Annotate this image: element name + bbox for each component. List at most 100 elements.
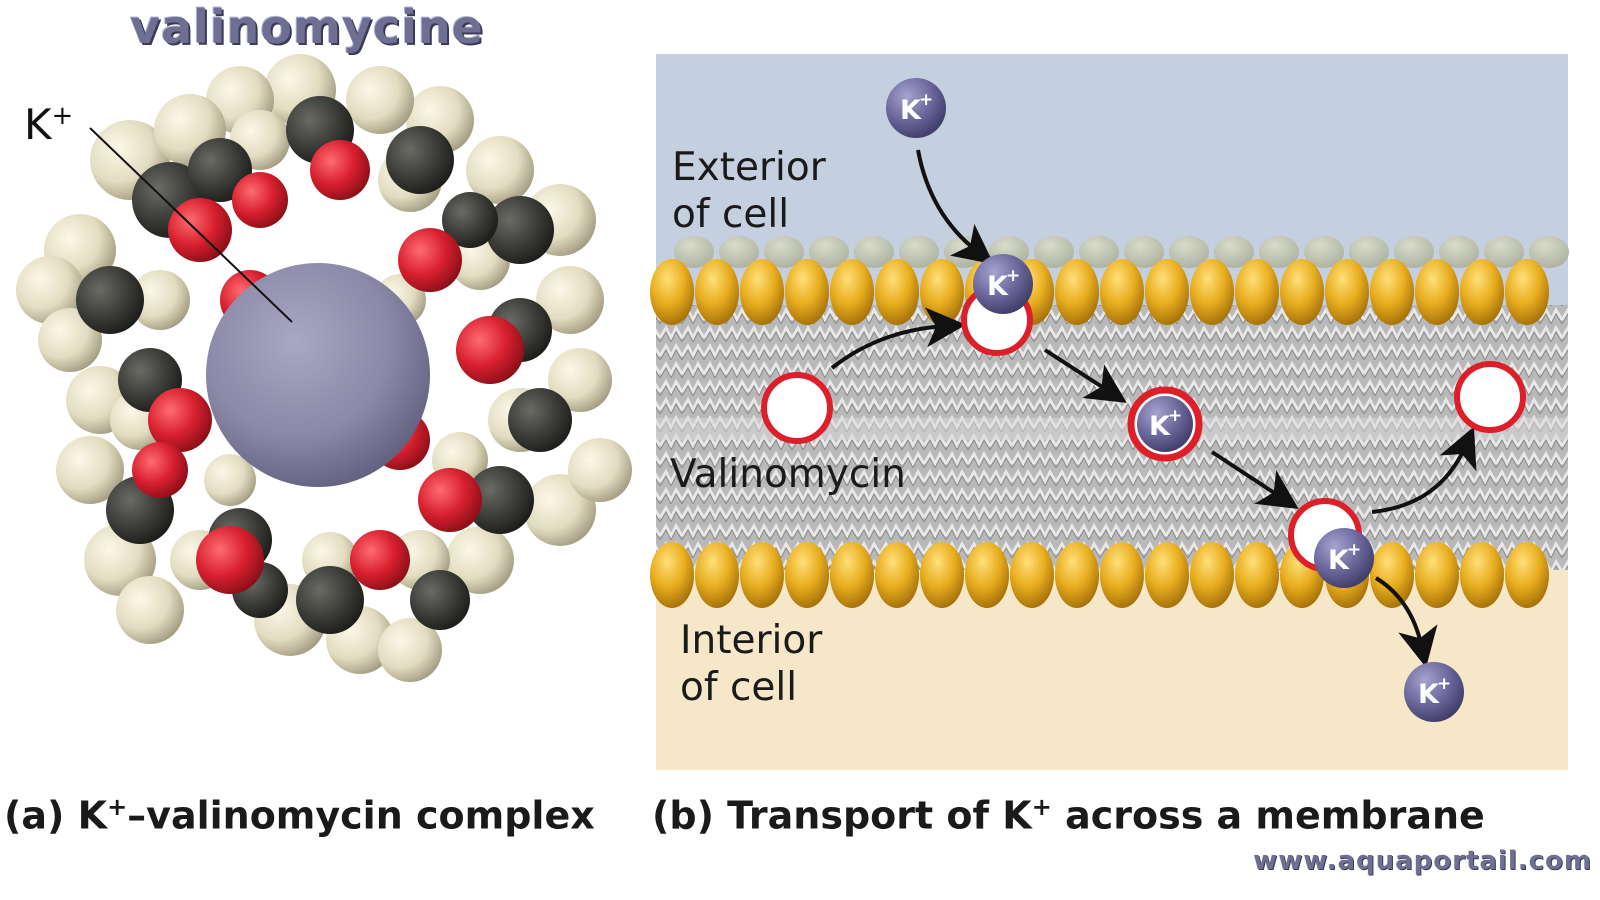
- caption-panel-a: (a) K+–valinomycin complex: [4, 793, 595, 838]
- lipid-head-outer: [1325, 259, 1369, 325]
- k-ion-charge: +: [1006, 266, 1020, 286]
- lipid-head-back: [1214, 236, 1254, 268]
- oxygen-atom: [232, 172, 288, 228]
- lipid-head-inner: [1505, 542, 1549, 608]
- lipid-head-inner: [875, 542, 919, 608]
- lipid-head-outer: [1370, 259, 1414, 325]
- carbon-atom: [508, 388, 572, 452]
- lipid-head-outer: [740, 259, 784, 325]
- arrow-entry: [916, 149, 994, 265]
- lipid-head-back: [719, 236, 759, 268]
- lipid-head-outer: [1280, 259, 1324, 325]
- caption-a-charge: +: [107, 793, 128, 821]
- k-ion-text: K: [1149, 411, 1171, 442]
- lipid-head-back: [764, 236, 804, 268]
- oxygen-atom: [398, 228, 462, 292]
- lipid-head-outer: [1055, 259, 1099, 325]
- k-ion-in-carrier: K +: [1137, 396, 1193, 452]
- interior-label-line1: Interior: [680, 618, 823, 663]
- k-ion-symbol: K: [24, 100, 52, 149]
- lipid-head-inner: [920, 542, 964, 608]
- lipid-head-outer: [1190, 259, 1234, 325]
- exterior-label-line1: Exterior: [672, 145, 826, 190]
- hydrogen-atom: [378, 618, 442, 682]
- caption-b-prefix: (b) Transport of K: [652, 793, 1032, 838]
- lipid-head-back: [1124, 236, 1164, 268]
- lipid-head-outer: [920, 259, 964, 325]
- lipid-head-inner: [1100, 542, 1144, 608]
- lipid-head-back: [674, 236, 714, 268]
- lipid-head-inner: [1145, 542, 1189, 608]
- lipid-head-outer: [785, 259, 829, 325]
- lipid-head-back: [1169, 236, 1209, 268]
- watermark: www.aquaportail.com: [1253, 846, 1592, 876]
- caption-a-suffix: –valinomycin complex: [127, 793, 595, 838]
- oxygen-atom: [310, 140, 370, 200]
- caption-b-suffix: across a membrane: [1051, 793, 1485, 838]
- lipid-head-inner: [830, 542, 874, 608]
- oxygen-atom: [350, 530, 410, 590]
- lipid-head-back: [899, 236, 939, 268]
- lipid-head-outer: [1415, 259, 1459, 325]
- k-label-leader-line: [89, 127, 293, 323]
- hydrogen-atom: [548, 348, 612, 412]
- lipid-heads-inner-leaflet: [650, 542, 1549, 608]
- lipid-head-back: [854, 236, 894, 268]
- lipid-head-inner: [1415, 542, 1459, 608]
- carbon-atom: [410, 570, 470, 630]
- arrow-carrier-to-surface: [830, 307, 966, 370]
- caption-panel-b: (b) Transport of K+ across a membrane: [652, 793, 1485, 838]
- carrier-empty-2: [1454, 361, 1526, 433]
- lipid-head-inner: [1010, 542, 1054, 608]
- lipid-head-back: [1079, 236, 1119, 268]
- exterior-label-line2: of cell: [672, 191, 790, 237]
- valinomycin-label: Valinomycin: [670, 452, 906, 497]
- lipid-head-back: [1259, 236, 1299, 268]
- lipid-head-outer: [1235, 259, 1279, 325]
- lipid-head-outer: [1145, 259, 1189, 325]
- carbon-atom: [296, 566, 364, 634]
- lipid-head-back: [1439, 236, 1479, 268]
- exterior-of-cell-label: Exterior of cell: [672, 145, 826, 239]
- oxygen-atom: [168, 198, 232, 262]
- caption-a-prefix: (a) K: [4, 793, 108, 838]
- k-ion-charge: +: [1168, 406, 1182, 426]
- carrier-empty-1: [761, 372, 833, 444]
- oxygen-atom: [196, 526, 264, 594]
- hydrogen-atom: [116, 576, 184, 644]
- hydrogen-atom: [536, 266, 604, 334]
- k-ion-label: K+: [24, 100, 73, 149]
- carbon-atom: [76, 266, 144, 334]
- valinomycin-molecule-model: [16, 54, 632, 682]
- carbon-atom: [386, 126, 454, 194]
- k-ion-text: K: [987, 271, 1009, 302]
- lipid-head-outer: [1505, 259, 1549, 325]
- lipid-head-outer: [1460, 259, 1504, 325]
- hydrogen-atom: [16, 256, 84, 324]
- k-ion-charge: +: [919, 90, 933, 110]
- arrow-release: [1374, 576, 1438, 668]
- lipid-head-inner: [650, 542, 694, 608]
- lipid-head-inner: [1370, 542, 1414, 608]
- interior-of-cell-label: Interior of cell: [680, 618, 822, 712]
- molecule-atoms: [16, 54, 632, 682]
- k-ion-charge: +: [1347, 540, 1361, 560]
- oxygen-atom: [148, 388, 212, 452]
- lipid-head-outer: [1100, 259, 1144, 325]
- k-ion-text: K: [1328, 545, 1350, 576]
- hydrogen-atom: [466, 136, 534, 204]
- k-ion-charge: +: [1437, 674, 1451, 694]
- hydrogen-atom: [56, 436, 124, 504]
- lipid-head-back: [1529, 236, 1569, 268]
- k-ion-entering: K +: [973, 254, 1033, 314]
- lipid-head-inner: [785, 542, 829, 608]
- lipid-head-outer: [650, 259, 694, 325]
- lipid-head-inner: [1460, 542, 1504, 608]
- lipid-head-inner: [695, 542, 739, 608]
- hydrogen-atom: [568, 438, 632, 502]
- lipid-head-back: [1394, 236, 1434, 268]
- oxygen-atom: [456, 316, 524, 384]
- potassium-ion-core: [206, 263, 430, 487]
- hydrogen-atom: [446, 526, 514, 594]
